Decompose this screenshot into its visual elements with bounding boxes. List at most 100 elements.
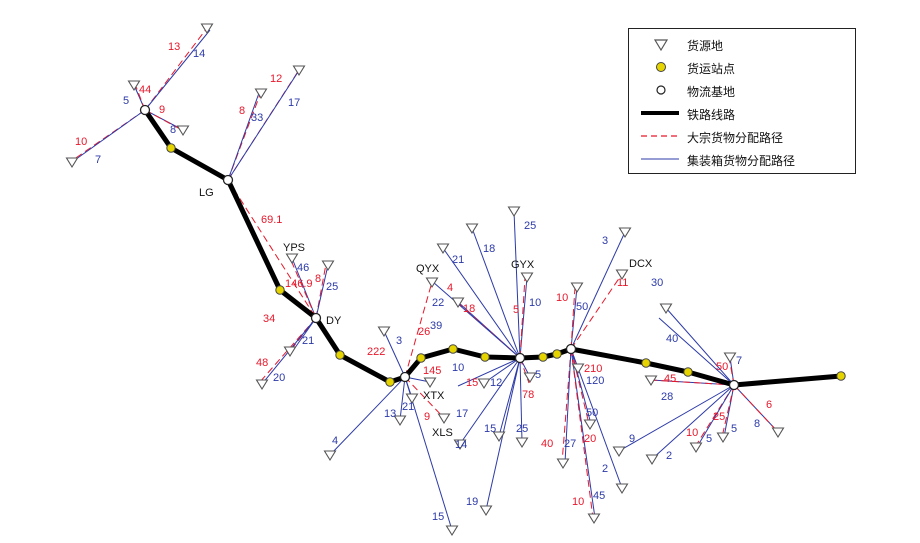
source-marker [612,446,626,458]
flow-value-label: 10 [75,136,87,148]
node-label-xls: XLS [432,427,453,439]
bulk-route-line [561,348,572,464]
source-marker [176,125,190,137]
source-marker [377,326,391,338]
container-route-line [519,357,523,443]
node-label-dcx: DCX [629,258,653,270]
container-route-line [383,330,406,378]
container-route-line [498,357,521,437]
flow-value-label: 4 [447,282,453,294]
station-marker [552,349,562,359]
container-route-line [570,286,578,350]
flow-value-label: 145 [423,365,441,377]
legend-item-station: 货运站点 [629,57,855,77]
station-marker [166,143,176,153]
source-marker [321,260,335,272]
flow-value-label: 8 [315,273,321,285]
source-marker [645,454,659,466]
source-marker [492,431,506,443]
flow-value-label: 25 [326,281,338,293]
thick-line-icon [641,111,679,115]
flow-value-label: 28 [661,391,673,403]
legend-item-source: 货源地 [629,34,855,54]
station-marker [683,367,693,377]
legend-item-base: 物流基地 [629,80,855,100]
flow-value-label: 210 [584,363,602,375]
source-marker [520,272,534,284]
source-marker [405,393,419,405]
container-route-line [733,384,779,433]
logistics-base-marker [514,352,526,364]
logistics-base-marker [728,379,740,391]
flow-value-label: 10 [556,292,568,304]
flow-value-label: 19 [466,496,478,508]
container-route-line [513,210,521,359]
legend-item-container: 集装箱货物分配路径 [629,149,855,169]
flow-value-label: 40 [666,333,678,345]
source-marker [65,157,79,169]
source-marker [618,227,632,239]
bulk-route-line [144,27,208,111]
source-marker [689,442,703,454]
logistics-base-marker [565,343,577,355]
flow-value-label: 48 [256,357,268,369]
source-marker [644,375,658,387]
source-marker [445,525,459,537]
flow-value-label: 14 [455,439,467,451]
node-label-qyx: QYX [416,263,440,275]
flow-value-label: 12 [490,377,502,389]
flow-value-label: 120 [586,375,604,387]
flow-value-label: 15 [484,423,496,435]
source-marker [437,413,451,425]
source-marker [571,363,585,375]
source-marker [515,437,529,449]
flow-value-label: 10 [452,362,464,374]
flow-value-label: 10 [529,297,541,309]
triangle-icon [653,39,669,52]
flow-value-label: 5 [513,304,519,316]
flow-value-label: 33 [251,112,263,124]
flow-value-label: 10 [686,427,698,439]
flow-value-label: 9 [159,104,165,116]
flow-value-label: 25 [713,411,725,423]
container-route-line [723,384,735,438]
source-marker [425,277,439,289]
flow-value-label: 17 [456,408,468,420]
base-markers [139,104,740,391]
legend-label-source: 货源地 [687,39,724,53]
flow-value-label: 46 [297,262,309,274]
source-marker [283,346,297,358]
flow-value-label: 8 [170,124,176,136]
flow-value-label: 7 [95,154,101,166]
container-route-line [227,71,299,181]
bulk-route-line [570,348,594,519]
container-route-line [570,348,623,489]
source-marker [465,223,479,235]
source-marker [285,253,299,265]
source-marker [479,505,493,517]
logistics-base-marker [222,174,234,186]
bulk-route-line [404,376,445,419]
source-marker [292,65,306,77]
flow-value-label: 69.1 [261,214,282,226]
flow-value-label: 13 [384,408,396,420]
source-marker [436,243,450,255]
flow-value-label: 21 [302,335,314,347]
flow-value-label: 45 [593,490,605,502]
flow-value-label: 18 [483,243,495,255]
source-marker [570,282,584,294]
legend-label-station: 货运站点 [687,62,736,76]
station-marker [448,344,458,354]
flow-value-label: 5 [731,423,737,435]
source-marker [477,378,491,390]
source-marker [423,377,437,389]
flow-value-label: 39 [430,320,442,332]
station-marker [416,353,426,363]
bulk-route-line [649,379,735,386]
flow-value-label: 21 [452,254,464,266]
legend-label-rail: 铁路线路 [687,108,736,122]
flow-value-label: 14 [193,48,205,60]
legend-label-container: 集装箱货物分配路径 [687,154,796,168]
flow-value-label: 146.9 [285,278,313,290]
